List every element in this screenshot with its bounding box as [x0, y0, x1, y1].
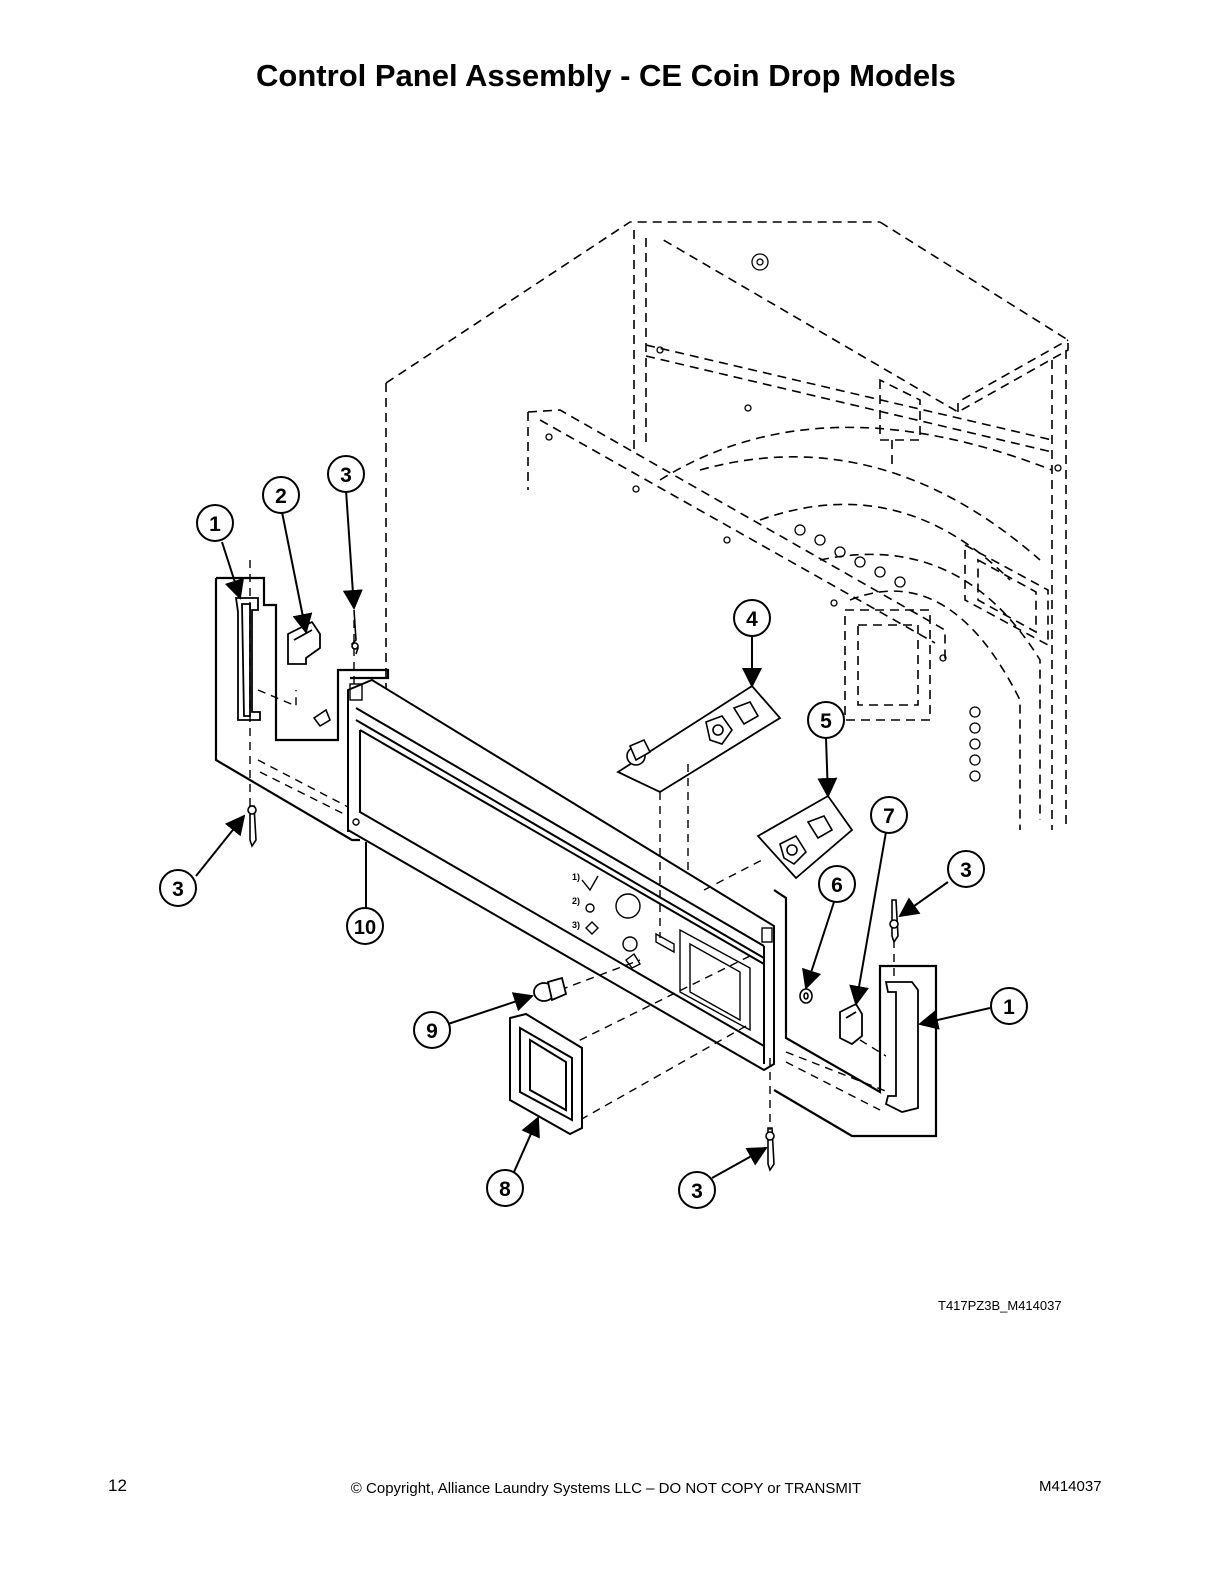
- document-number: M414037: [1039, 1478, 1102, 1495]
- callout-3-left: 3: [159, 869, 197, 907]
- bracket-2: [287, 620, 321, 665]
- callout-7: 7: [870, 796, 908, 834]
- leader-arrows: [195, 489, 991, 1179]
- callout-1-left: 1: [196, 504, 234, 542]
- callout-9: 9: [413, 1011, 451, 1049]
- callout-6: 6: [818, 865, 856, 903]
- callout-1-right: 1: [990, 987, 1028, 1025]
- callout-8-label: 8: [499, 1178, 511, 1201]
- figure-id: T417PZ3B_M414037: [938, 1298, 1062, 1313]
- callout-3-right: 3: [947, 850, 985, 888]
- callout-3-left-label: 3: [172, 878, 184, 901]
- callout-6-label: 6: [831, 874, 843, 897]
- control-panel: [347, 678, 775, 1072]
- kit-4-parts: [626, 701, 760, 766]
- callout-1-right-label: 1: [1003, 996, 1015, 1019]
- kit-guide-lines: [559, 764, 771, 1130]
- svg-text:2): 2): [572, 896, 580, 906]
- kit-5-box: [756, 794, 854, 880]
- bracket-7: [839, 1002, 863, 1046]
- left-end-bracket: [234, 597, 261, 721]
- page-title: Control Panel Assembly - CE Coin Drop Mo…: [256, 58, 956, 93]
- knob-9: [533, 976, 568, 1002]
- page-number: 12: [108, 1476, 127, 1495]
- callout-10: 10: [346, 907, 384, 945]
- panel-details: [349, 683, 773, 1032]
- callout-2: 2: [262, 476, 300, 514]
- callout-4: 4: [733, 599, 771, 637]
- callout-3-top-label: 3: [340, 464, 352, 487]
- callout-10-label: 10: [354, 917, 376, 939]
- dryer-cabinet-outline: [385, 221, 1069, 830]
- callout-3-bottom-label: 3: [691, 1180, 703, 1203]
- callout-8: 8: [486, 1169, 524, 1207]
- svg-text:1): 1): [572, 872, 580, 882]
- callout-3-bottom: 3: [678, 1171, 716, 1209]
- copyright-notice: © Copyright, Alliance Laundry Systems LL…: [350, 1480, 862, 1497]
- callout-5: 5: [807, 701, 845, 739]
- rivet-small: [312, 708, 331, 728]
- left-bracket-group-outline: [216, 576, 390, 742]
- rivet-left: [247, 805, 257, 848]
- rivet-bottom: [765, 1127, 775, 1172]
- callout-4-label: 4: [746, 608, 758, 631]
- bezel-8: [509, 1012, 583, 1136]
- callout-2-label: 2: [275, 485, 287, 508]
- washer-6: [799, 988, 813, 1004]
- kit-5-parts: [779, 815, 834, 866]
- svg-text:3): 3): [572, 920, 580, 930]
- rivet-top: [350, 609, 359, 655]
- callout-3-right-label: 3: [960, 859, 972, 882]
- panel-numbers: 1) 2) 3): [572, 872, 580, 930]
- callout-9-label: 9: [426, 1020, 438, 1043]
- callout-1-left-label: 1: [209, 513, 221, 536]
- callout-7-label: 7: [883, 805, 895, 828]
- left-guide-lines: [249, 560, 357, 821]
- right-bracket-group-outline: [773, 889, 938, 1138]
- right-guide-lines: [785, 940, 895, 1111]
- callout-5-label: 5: [820, 710, 832, 733]
- dryer-cabinet-holes: [545, 253, 1062, 782]
- rivet-right: [889, 899, 899, 944]
- kit-4-box: [616, 684, 782, 794]
- callout-3-top: 3: [327, 455, 365, 493]
- right-end-bracket: [884, 981, 919, 1113]
